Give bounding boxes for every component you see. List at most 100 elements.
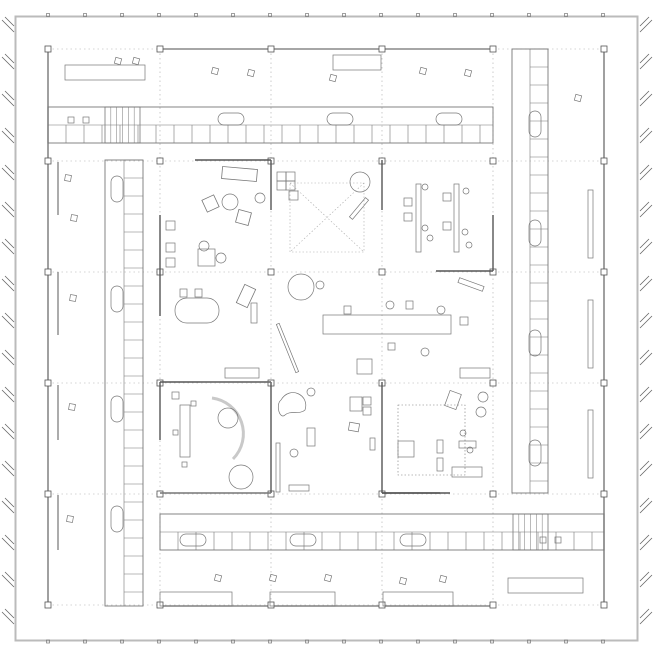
facade-hatch-left [1, 349, 15, 366]
post-marker [453, 639, 457, 644]
bathtub [399, 533, 427, 547]
desk [332, 54, 382, 71]
armchair [235, 283, 257, 309]
post-marker [416, 13, 420, 17]
stool [315, 280, 325, 290]
bathtub [528, 439, 542, 467]
post-marker [379, 13, 383, 17]
chair [210, 66, 220, 76]
bathtub [289, 533, 317, 547]
stool [289, 448, 299, 458]
bathtub [110, 505, 124, 533]
column [600, 379, 608, 387]
bathtub [110, 285, 124, 313]
bench [369, 437, 376, 451]
chair [131, 56, 141, 66]
post-marker [120, 639, 124, 644]
stool [421, 183, 429, 191]
chair [347, 421, 361, 433]
post-marker [157, 639, 161, 644]
post-marker [564, 639, 568, 644]
kidney-table [277, 392, 307, 417]
chair [70, 214, 78, 222]
bench [348, 197, 370, 220]
column [600, 157, 608, 165]
stool [215, 252, 227, 264]
column [267, 45, 275, 53]
column [489, 379, 497, 387]
column [44, 490, 52, 498]
stool [385, 300, 395, 310]
post-marker [564, 13, 568, 17]
hob-icon [539, 536, 547, 544]
chair [66, 515, 74, 523]
bench [457, 277, 485, 292]
facade-hatch-right [639, 423, 653, 440]
wardrobe [587, 409, 594, 479]
chair [403, 212, 413, 222]
stool [466, 446, 474, 454]
facade-hatch-right [639, 312, 653, 329]
wardrobe [587, 189, 594, 259]
bathtub [110, 395, 124, 423]
post-marker [194, 13, 198, 17]
facade-hatch-left [1, 90, 15, 107]
column [156, 45, 164, 53]
column [600, 490, 608, 498]
facade-hatch-left [1, 164, 15, 181]
facade-hatch-left [1, 201, 15, 218]
stool [426, 234, 434, 242]
column [44, 379, 52, 387]
round-table [228, 464, 254, 490]
armchair [235, 209, 252, 226]
stool [421, 224, 429, 232]
post-marker [342, 639, 346, 644]
column [44, 601, 52, 609]
kitchen-counter [64, 64, 146, 81]
bench [250, 302, 258, 324]
facade-hatch-left [1, 53, 15, 70]
column [378, 45, 386, 53]
chair [403, 197, 413, 207]
post-marker [490, 13, 494, 17]
post-marker [46, 13, 50, 17]
bench [451, 466, 483, 478]
chair [436, 457, 444, 472]
chair [172, 429, 179, 436]
post-marker [379, 639, 383, 644]
bathtub [217, 112, 245, 126]
post-marker [342, 13, 346, 17]
column [489, 157, 497, 165]
bathtub [528, 219, 542, 247]
chair [438, 574, 448, 584]
bathtub [528, 329, 542, 357]
skylight-outline [289, 182, 365, 253]
post-marker [83, 13, 87, 17]
facade-hatch-left [1, 497, 15, 514]
stool [436, 305, 446, 315]
armchair [201, 194, 220, 213]
bench [459, 367, 491, 379]
facade-hatch-right [639, 201, 653, 218]
desk [159, 591, 233, 607]
stool [306, 387, 316, 397]
chair [68, 403, 76, 411]
chair [64, 174, 72, 182]
sofa [221, 166, 258, 182]
chair [288, 190, 299, 201]
post-marker [46, 639, 50, 644]
hob-icon [67, 116, 75, 124]
chair [179, 288, 188, 298]
post-marker [601, 639, 605, 644]
column [267, 268, 275, 276]
stool [465, 241, 473, 249]
facade-hatch-left [1, 534, 15, 551]
chair [171, 391, 180, 400]
facade-hatch-right [639, 90, 653, 107]
bathtub [435, 112, 463, 126]
facade-hatch-left [1, 386, 15, 403]
bench [275, 442, 281, 493]
side-table [306, 427, 316, 447]
oval-table [174, 297, 220, 324]
